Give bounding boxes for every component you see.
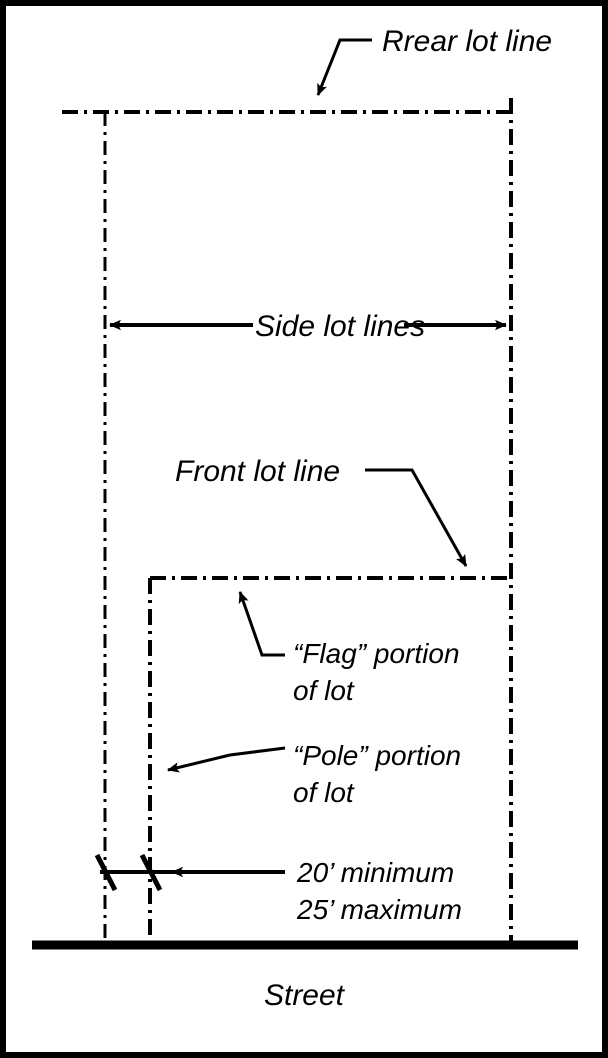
pole-portion-label-line1: “Pole” portion [293,740,461,771]
flag-portion-leader [238,591,285,657]
street-label: Street [264,979,346,1012]
side-lot-lines-label: Side lot lines [255,310,425,343]
rear-lot-line-label: Rrear lot line [382,25,552,58]
dimension-tick-left [94,853,118,892]
front-lot-line-label: Front lot line [175,455,340,488]
pole-portion-leader [167,746,286,773]
dimension-min-label: 20’ minimum [296,857,454,888]
flag-portion-label-line1: “Flag” portion [293,638,460,669]
dimension-tick-right [139,853,163,892]
rear-lot-line-leader [316,38,372,96]
front-lot-line-leader [365,468,468,567]
pole-portion-label-line2: of lot [293,777,355,808]
flag-portion-label-line2: of lot [293,675,355,706]
dimension-max-label: 25’ maximum [296,894,462,925]
